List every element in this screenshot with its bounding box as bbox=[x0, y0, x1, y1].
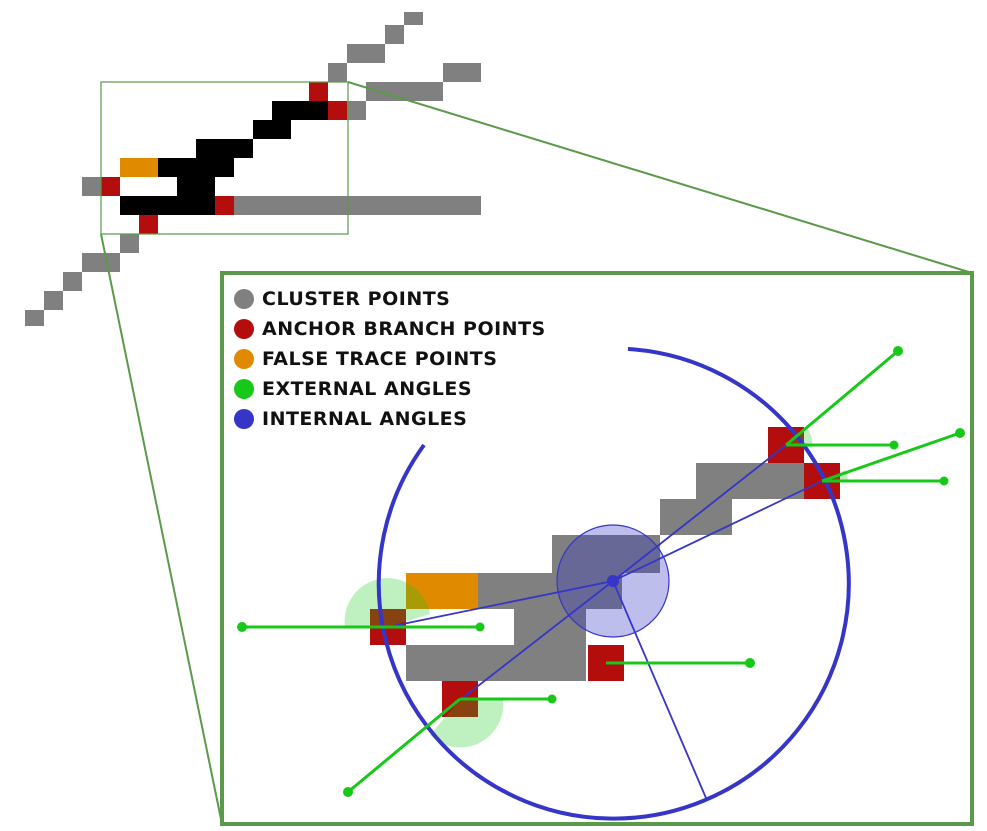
legend-item-false-trace-points: FALSE TRACE POINTS bbox=[234, 344, 546, 374]
external-angle-lines bbox=[242, 349, 961, 794]
legend-item-internal-angles: INTERNAL ANGLES bbox=[234, 404, 546, 434]
legend: CLUSTER POINTS ANCHOR BRANCH POINTS FALS… bbox=[234, 284, 546, 434]
legend-swatch-false-trace bbox=[234, 349, 254, 369]
legend-swatch-external bbox=[234, 379, 254, 399]
legend-item-anchor-branch-points: ANCHOR BRANCH POINTS bbox=[234, 314, 546, 344]
legend-item-cluster-points: CLUSTER POINTS bbox=[234, 284, 546, 314]
legend-label: FALSE TRACE POINTS bbox=[262, 348, 498, 370]
overview-trace bbox=[120, 101, 329, 215]
legend-label: EXTERNAL ANGLES bbox=[262, 378, 472, 400]
zoom-connector-top bbox=[347, 81, 973, 274]
overview-skeleton bbox=[25, 12, 481, 326]
overview-anchor-points bbox=[101, 82, 347, 234]
legend-label: ANCHOR BRANCH POINTS bbox=[262, 318, 546, 340]
legend-swatch-cluster bbox=[234, 289, 254, 309]
internal-angle-circle bbox=[376, 347, 851, 821]
legend-label: CLUSTER POINTS bbox=[262, 288, 451, 310]
internal-angle-center bbox=[607, 575, 619, 587]
overview-false-trace-point bbox=[120, 158, 158, 177]
zoom-region-box bbox=[100, 81, 349, 235]
overview-cluster-points bbox=[25, 12, 481, 326]
legend-label: INTERNAL ANGLES bbox=[262, 408, 468, 430]
legend-item-external-angles: EXTERNAL ANGLES bbox=[234, 374, 546, 404]
external-angle-endpoints bbox=[237, 346, 965, 797]
zoom-false-trace-point bbox=[406, 573, 478, 609]
legend-swatch-anchor bbox=[234, 319, 254, 339]
legend-swatch-internal bbox=[234, 409, 254, 429]
zoom-connector-bottom bbox=[100, 233, 223, 825]
internal-angle-rays bbox=[387, 444, 823, 799]
